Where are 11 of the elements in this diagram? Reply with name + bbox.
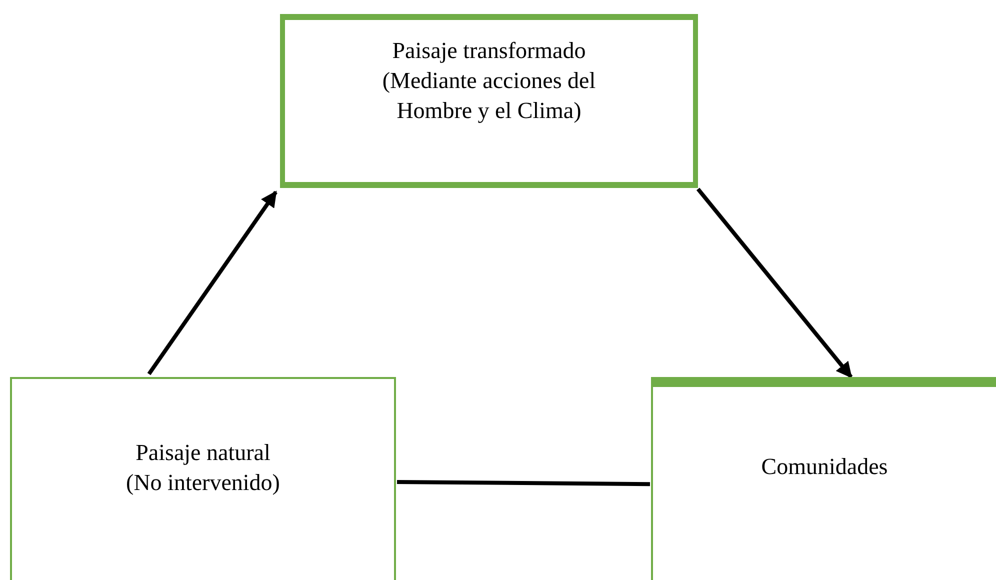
connector-line (396, 480, 650, 486)
arrow (696, 188, 853, 378)
text-box (10, 377, 396, 580)
box-title: Paisaje natural (136, 439, 270, 468)
box-title: Paisaje transformado (392, 37, 586, 65)
arrow (147, 190, 278, 376)
box-title: Comunidades (761, 453, 888, 482)
text-box (280, 14, 698, 188)
box-subtitle: (Mediante acciones del Hombre y el Clima) (381, 66, 597, 125)
box-subtitle: (No intervenido) (126, 469, 280, 497)
text-box (651, 377, 996, 580)
